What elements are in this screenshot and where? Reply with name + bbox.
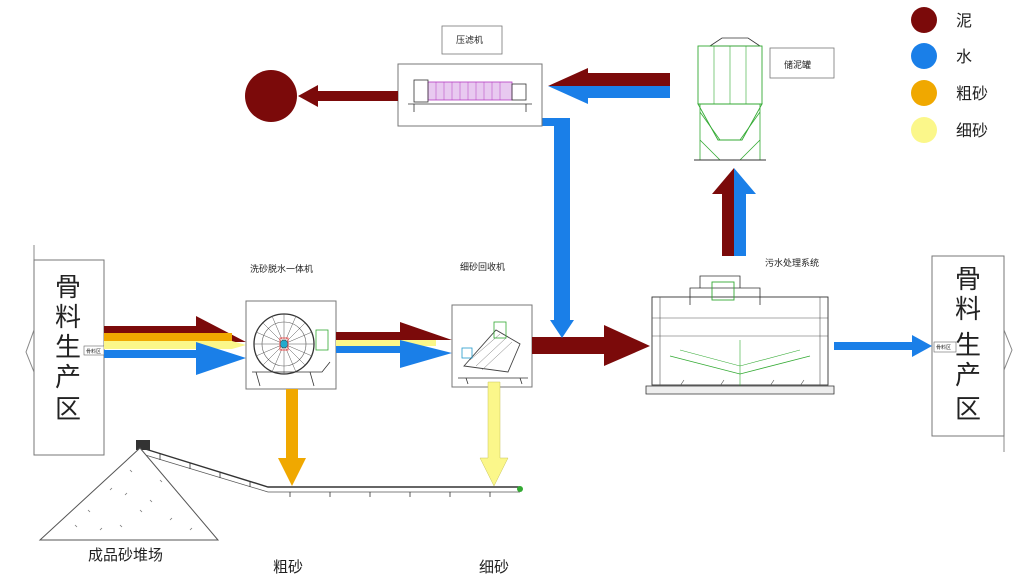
legend-label-water: 水 [956, 47, 972, 66]
treatment-to-zone-water-arrow [834, 335, 932, 357]
input-mixed-flow-arrow [104, 316, 246, 375]
coarse-sand-label: 粗砂 [273, 558, 303, 576]
filter-press: 压滤机 [397, 25, 543, 127]
legend-label-mud: 泥 [956, 11, 972, 30]
left-production-zone: 骨 料 生 产 区 骨料区 [25, 245, 105, 456]
left-zone-char-3: 生 [55, 333, 81, 363]
legend-swatch-fine-sand [911, 117, 937, 143]
coarse-sand-drop-arrow [278, 389, 306, 486]
right-zone-char-5: 区 [955, 395, 981, 425]
water-treatment-label: 污水处理系统 [765, 257, 819, 269]
mud-cake [245, 70, 297, 122]
treatment-to-silo-arrow [712, 168, 756, 256]
water-treatment-system: 污水处理系统 [645, 257, 835, 395]
right-zone-char-4: 产 [955, 361, 981, 391]
filter-press-label: 压滤机 [456, 34, 483, 46]
left-zone-tag: 骨料区 [86, 348, 101, 355]
legend-label-fine-sand: 细砂 [956, 121, 988, 140]
stockpile-label: 成品砂堆场 [88, 546, 163, 564]
right-zone-tag: 骨料区 [936, 344, 951, 351]
sand-stockpile [38, 447, 220, 541]
washer-to-recovery-arrow [336, 322, 452, 368]
washer-label: 洗砂脱水一体机 [250, 263, 313, 275]
mud-silo: 储泥罐 [694, 37, 835, 161]
silo-label: 储泥罐 [784, 59, 811, 71]
fine-sand-drop-arrow [479, 381, 509, 487]
filter-press-water-return-arrow [540, 118, 574, 338]
left-zone-char-1: 骨 [55, 273, 81, 303]
left-zone-char-4: 产 [55, 363, 81, 393]
filter-press-to-mud-cake-arrow [298, 85, 398, 107]
right-production-zone: 骨 料 生 产 区 骨料区 [931, 255, 1013, 452]
legend: 泥 水 粗砂 细砂 [911, 7, 988, 143]
legend-swatch-water [911, 43, 937, 69]
right-zone-char-1: 骨 [955, 265, 981, 295]
conveyor-belt [136, 440, 523, 497]
legend-label-coarse-sand: 粗砂 [956, 84, 988, 103]
fine-sand-recovery-machine: 细砂回收机 [451, 261, 533, 388]
right-zone-char-3: 生 [955, 331, 981, 361]
left-zone-char-5: 区 [55, 395, 81, 425]
fine-sand-label: 细砂 [479, 558, 509, 576]
legend-swatch-mud [911, 7, 937, 33]
right-zone-char-2: 料 [955, 295, 981, 325]
washer-dewatering-unit: 洗砂脱水一体机 [245, 263, 337, 390]
silo-to-filter-press-arrow [548, 68, 670, 104]
legend-swatch-coarse-sand [911, 80, 937, 106]
left-zone-char-2: 料 [55, 303, 81, 333]
fine-recovery-label: 细砂回收机 [460, 261, 505, 273]
recovery-to-treatment-mud-arrow [532, 325, 650, 366]
